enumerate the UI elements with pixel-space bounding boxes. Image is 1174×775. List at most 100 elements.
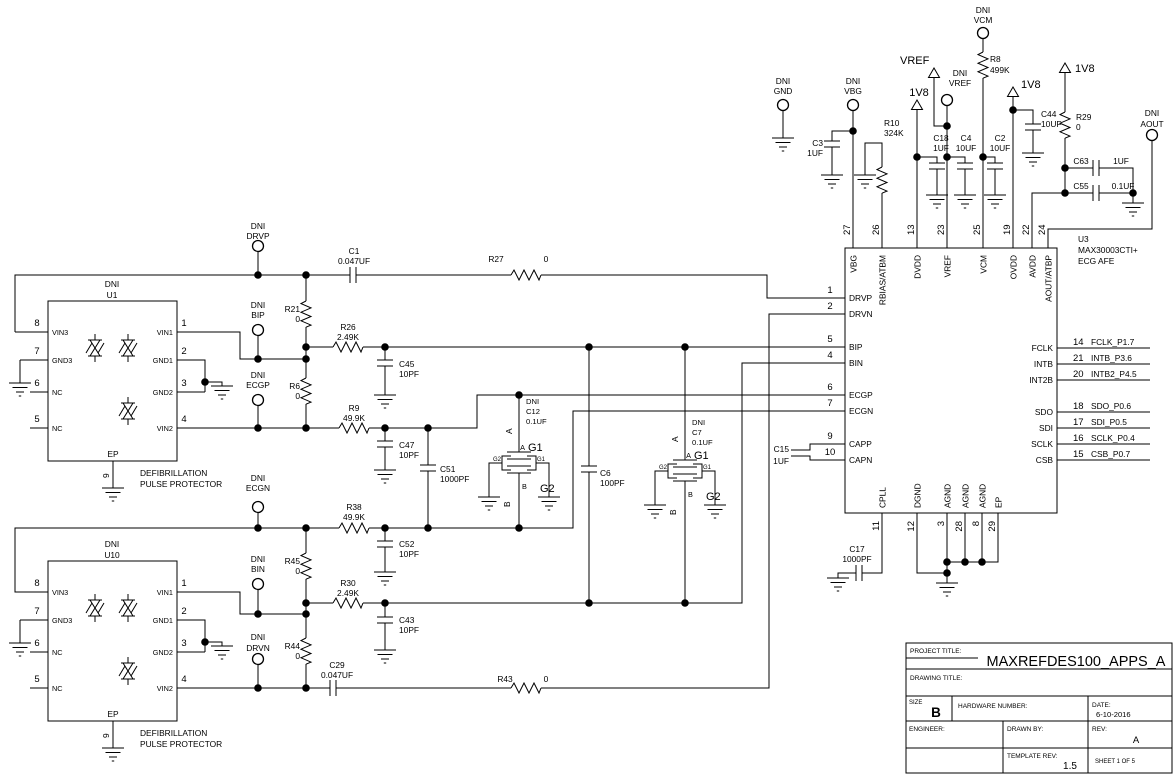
capacitor-C2-value: 10UF — [990, 143, 1010, 153]
fet-right-name: G1 — [694, 450, 709, 462]
u3-pin-num: 13 — [906, 224, 917, 235]
capacitor-labels: C3 1UF C18 1UF C4 10UF C2 10UF C44 10UF … — [321, 109, 1134, 680]
u3-pin-name: AGND — [978, 484, 988, 508]
u3-pin-name: VREF — [943, 255, 953, 277]
connector-drvp-dni: DNI — [251, 221, 265, 231]
u10-pin-name: GND1 — [153, 616, 173, 625]
u3-pin-name: EP — [994, 496, 1004, 508]
capacitor-C15-ref: C15 — [774, 444, 790, 454]
connector-ecgp-pad — [251, 393, 265, 407]
u10-pin-num: 6 — [34, 638, 39, 649]
connector-bip-label: BIP — [251, 310, 265, 320]
resistor-R26-ref: R26 — [340, 322, 356, 332]
size-value: B — [931, 705, 941, 720]
resistor-R9-ref: R9 — [349, 403, 360, 413]
resistor-R43-ref: R43 — [497, 674, 513, 684]
resistor-R10-ref: R10 — [884, 118, 900, 128]
fet-right-dni: DNI — [692, 418, 705, 427]
u1-pin-name: VIN1 — [157, 328, 173, 337]
u3-pin-name: FCLK — [1032, 343, 1054, 353]
u3-pin-num: 24 — [1037, 224, 1048, 235]
u3-pin-name: DRVP — [849, 293, 873, 303]
u1-pin-name: VIN3 — [52, 328, 68, 337]
u3-labels: U3 MAX30003CTI+ ECG AFE 27 26 13 23 25 1… — [825, 224, 1138, 531]
u3-pin-name: SCLK — [1031, 439, 1053, 449]
fet-right-cap-ref: C7 — [692, 428, 702, 437]
fet-left-a-rotated: A — [504, 428, 514, 434]
capacitor-C63-ref: C63 — [1073, 156, 1089, 166]
connector-vcm-pad — [976, 26, 990, 40]
u3-pin-num: 12 — [906, 521, 917, 532]
u3-pin-name: VBG — [849, 255, 859, 273]
capacitor-C63-value: 1UF — [1113, 156, 1129, 166]
u3-pin-name: CSB — [1036, 455, 1054, 465]
connector-bin-label: BIN — [251, 564, 265, 574]
u10-labels: DNI U10 8 7 6 5 VIN3 GND3 NC NC 1 2 3 4 … — [34, 539, 222, 749]
rev-value: A — [1133, 735, 1140, 746]
resistor-R38-value: 49.9K — [343, 512, 365, 522]
u3-pin-num: 9 — [827, 431, 832, 442]
resistor-R6-value: 0 — [295, 391, 300, 401]
u3-pin-num: 27 — [842, 224, 853, 235]
capacitor-C4-ref: C4 — [961, 133, 972, 143]
resistor-R6-ref: R6 — [289, 381, 300, 391]
u1-pin-name: GND1 — [153, 356, 173, 365]
connector-ecgn-dni: DNI — [251, 473, 265, 483]
u3-pin-num: 4 — [827, 350, 832, 361]
u1-ep-label: EP — [107, 449, 119, 459]
resistor-R10-value: 324K — [884, 128, 904, 138]
fet-left-g2-label: G2 — [540, 483, 555, 495]
u3-net-label: INTB_P3.6 — [1091, 353, 1132, 363]
u1-pin-name: VIN2 — [157, 424, 173, 433]
u3-ref: U3 — [1078, 234, 1089, 244]
u3-pin-num: 10 — [825, 447, 836, 458]
connector-ecgn-pad — [251, 500, 265, 514]
u3-pin-name: RBIAS/ATBM — [878, 255, 888, 305]
connector-aout-label: AOUT — [1140, 119, 1163, 129]
u3-net-label: INTB2_P4.5 — [1091, 369, 1137, 379]
u1-caption-line2: PULSE PROTECTOR — [140, 479, 222, 489]
resistor-R45-value: 0 — [295, 566, 300, 576]
u3-pin-name: INTB — [1034, 359, 1053, 369]
sheet-label: SHEET 1 OF 5 — [1095, 759, 1136, 765]
connector-drvp-label: DRVP — [246, 231, 270, 241]
u3-pin-num: 1 — [827, 285, 832, 296]
power-1v8-label: 1V8 — [909, 87, 929, 99]
connector-drvn-label: DRVN — [246, 643, 270, 653]
u10-caption-line2: PULSE PROTECTOR — [140, 739, 222, 749]
resistor-R21-value: 0 — [295, 314, 300, 324]
u3-pin-name: BIN — [849, 358, 863, 368]
capacitor-C51-ref: C51 — [440, 464, 456, 474]
u1-pin-num: 5 — [34, 414, 39, 425]
capacitor-C15-value: 1UF — [773, 456, 789, 466]
resistor-R9-value: 49.9K — [343, 413, 365, 423]
u3-pin-num: 25 — [972, 224, 983, 235]
u3-part: MAX30003CTI+ — [1078, 245, 1138, 255]
resistor-R43-value: 0 — [544, 674, 549, 684]
fet-right-a-rotated: A — [670, 436, 680, 442]
u10-pin-name: GND2 — [153, 648, 173, 657]
drawn-by-label: DRAWN BY: — [1007, 726, 1043, 733]
capacitor-C51-value: 1000PF — [440, 474, 469, 484]
u3-pin-name: AVDD — [1028, 255, 1038, 278]
fet-left-name: G1 — [528, 442, 543, 454]
u3-pin-name: SDI — [1039, 423, 1053, 433]
u1-pin-num: 8 — [34, 318, 39, 329]
connector-bip-dni: DNI — [251, 300, 265, 310]
u10-ep-num: 9 — [101, 733, 111, 738]
u3-pin-name: BIP — [849, 342, 863, 352]
u3-pin-num: 21 — [1073, 353, 1084, 364]
power-vref-label: VREF — [900, 55, 930, 67]
u1-pin-num: 6 — [34, 378, 39, 389]
fet-right-a: A — [686, 451, 691, 460]
resistor-R44-value: 0 — [295, 651, 300, 661]
connector-drvn-dni: DNI — [251, 632, 265, 642]
u10-pin-name: NC — [52, 648, 63, 657]
resistor-R30-ref: R30 — [340, 578, 356, 588]
u10-pin-name: NC — [52, 684, 63, 693]
u3-pin-name: AOUT/ATBP — [1044, 255, 1054, 302]
capacitor-C43-value: 10PF — [399, 625, 419, 635]
u10-pin-num: 8 — [34, 578, 39, 589]
u1-pin-num: 2 — [181, 346, 186, 357]
connector-vbg-label: VBG — [844, 86, 862, 96]
